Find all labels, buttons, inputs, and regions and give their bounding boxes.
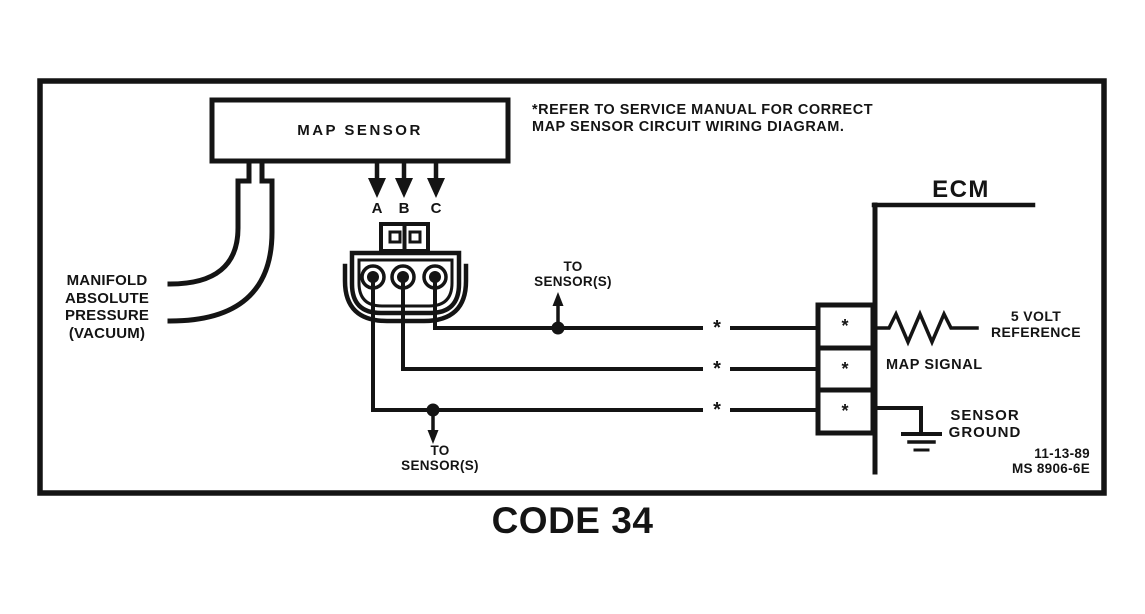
pin-arrows — [368, 158, 445, 198]
to-sensors-bottom-arrow — [426, 403, 440, 444]
manifold-line-2: ABSOLUTE — [64, 289, 150, 307]
note-line-2: MAP SENSOR CIRCUIT WIRING DIAGRAM. — [532, 119, 845, 135]
to-sensors-top-line-1: TO — [563, 259, 583, 274]
pin-label-c: C — [430, 200, 442, 217]
map-sensor-label: MAP SENSOR — [212, 100, 508, 161]
date-label: 11-13-89 — [1034, 446, 1090, 461]
manifold-line-4: (VACUUM) — [68, 324, 146, 342]
five-volt-line-2: REFERENCE — [991, 323, 1081, 340]
wire-splice-asterisk: * — [713, 358, 721, 380]
doc-number-label: MS 8906-6E — [1011, 460, 1090, 476]
ground-icon — [871, 406, 942, 452]
to-sensors-top-line-2: SENSOR(S) — [534, 273, 612, 289]
manifold-line-1: MANIFOLD — [66, 272, 148, 289]
pin-label-b: B — [398, 200, 410, 217]
map-sensor-box — [209, 97, 511, 164]
to-sensors-top-label: TO SENSOR(S) — [521, 259, 625, 289]
ecm-label: ECM — [932, 176, 990, 203]
note-line-1: *REFER TO SERVICE MANUAL FOR CORRECT — [532, 102, 874, 118]
wire-splice-asterisk: * — [713, 399, 721, 421]
ecm-terminal-asterisk: * — [841, 316, 849, 336]
sensor-ground-label: SENSOR GROUND — [943, 407, 1027, 441]
five-volt-line-1: 5 VOLT — [1010, 308, 1062, 324]
resistor-icon — [871, 309, 979, 347]
service-manual-note: *REFER TO SERVICE MANUAL FOR CORRECT MAP… — [532, 102, 873, 136]
map-sensor-label-text: MAP SENSOR — [297, 122, 423, 139]
to-sensors-bottom-line-1: TO — [430, 443, 450, 458]
footer-references: 11-13-89 MS 8906-6E — [980, 446, 1090, 476]
map-signal-label: MAP SIGNAL — [886, 357, 983, 373]
to-sensors-bottom-label: TO SENSOR(S) — [388, 443, 492, 473]
manifold-line-3: PRESSURE — [64, 307, 150, 324]
connector-icon — [342, 222, 469, 324]
sensor-ground-line-2: GROUND — [948, 423, 1022, 441]
pin-label-a: A — [371, 200, 383, 217]
wire-splice-asterisk: * — [713, 317, 721, 339]
diagram-frame — [37, 78, 1107, 496]
vacuum-hose-icon — [167, 158, 275, 324]
circuit-wires — [371, 281, 820, 412]
diagram-title: CODE 34 — [491, 500, 654, 541]
to-sensors-top-arrow — [551, 292, 565, 335]
ecm-terminal-asterisk: * — [841, 401, 849, 421]
manifold-absolute-pressure-label: MANIFOLD ABSOLUTE PRESSURE (VACUUM) — [53, 272, 161, 342]
five-volt-reference-label: 5 VOLT REFERENCE — [988, 308, 1084, 340]
to-sensors-bottom-line-2: SENSOR(S) — [401, 457, 479, 473]
ecm-terminal-asterisk: * — [841, 359, 849, 379]
sensor-ground-line-1: SENSOR — [950, 407, 1020, 424]
